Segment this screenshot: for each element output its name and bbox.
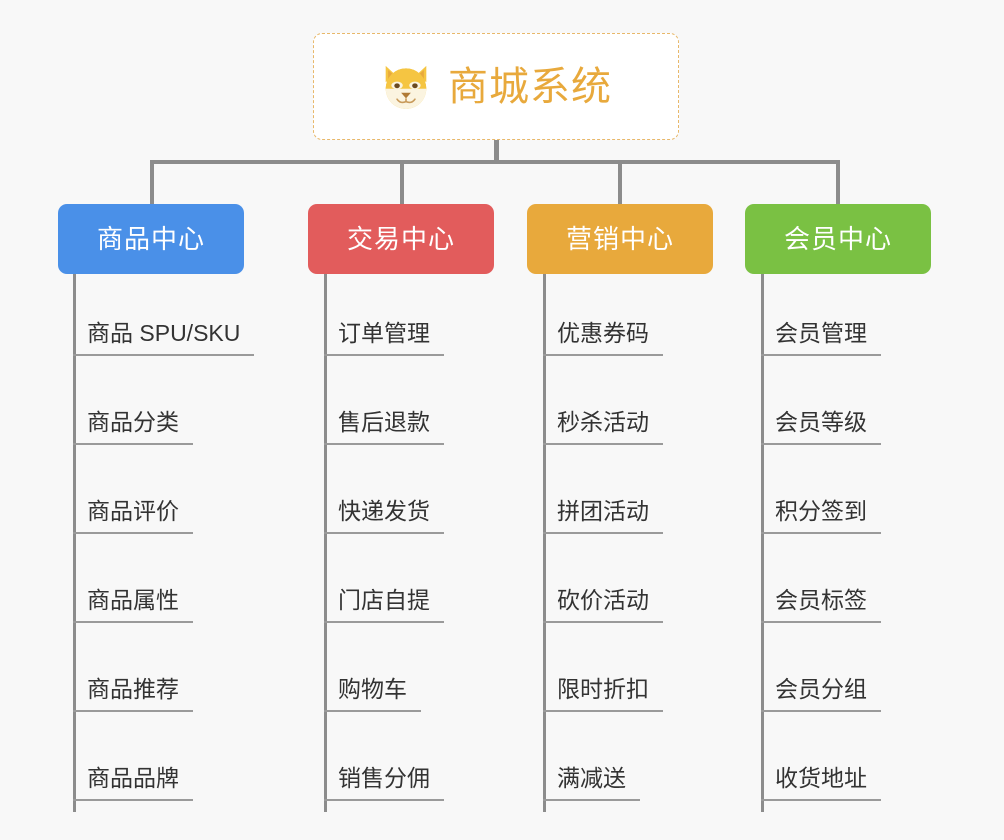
leaf-item[interactable]: 商品属性 [73,579,193,623]
leaf-label: 收货地址 [761,763,881,801]
connector-drop-trade-center [400,160,404,206]
leaf-item[interactable]: 会员分组 [761,668,881,712]
leaf-label: 商品属性 [73,585,193,623]
category-card-member-center[interactable]: 会员中心 [745,204,931,274]
leaf-item[interactable]: 快递发货 [324,490,444,534]
root-node[interactable]: 商城系统 [313,33,679,140]
leaf-label: 优惠券码 [543,318,663,356]
leaf-label: 会员分组 [761,674,881,712]
shiba-dog-icon [385,65,427,109]
trunk-product-center [73,274,76,812]
connector-drop-product-center [150,160,154,206]
category-card-product-center[interactable]: 商品中心 [58,204,244,274]
trunk-member-center [761,274,764,812]
leaf-item[interactable]: 订单管理 [324,312,444,356]
leaf-item[interactable]: 会员等级 [761,401,881,445]
connector-root-stem [494,140,499,164]
trunk-trade-center [324,274,327,812]
leaf-item[interactable]: 会员管理 [761,312,881,356]
leaf-label: 商品品牌 [73,763,193,801]
leaf-item[interactable]: 优惠券码 [543,312,663,356]
leaf-item[interactable]: 收货地址 [761,757,881,801]
leaf-label: 门店自提 [324,585,444,623]
category-label-product-center: 商品中心 [96,224,205,254]
leaf-item[interactable]: 积分签到 [761,490,881,534]
leaf-item[interactable]: 商品 SPU/SKU [73,312,255,356]
leaf-item[interactable]: 购物车 [324,668,421,712]
leaf-label: 积分签到 [761,496,881,534]
leaf-item[interactable]: 门店自提 [324,579,444,623]
leaf-item[interactable]: 满减送 [543,757,640,801]
leaf-item[interactable]: 销售分佣 [324,757,444,801]
leaf-item[interactable]: 拼团活动 [543,490,663,534]
leaf-label: 商品 SPU/SKU [73,318,255,356]
connector-drop-marketing-center [618,160,622,206]
leaf-item[interactable]: 砍价活动 [543,579,663,623]
category-label-member-center: 会员中心 [783,224,892,254]
category-label-trade-center: 交易中心 [346,224,455,254]
leaf-item[interactable]: 限时折扣 [543,668,663,712]
trunk-marketing-center [543,274,546,812]
category-label-marketing-center: 营销中心 [565,224,674,254]
category-card-marketing-center[interactable]: 营销中心 [527,204,713,274]
leaf-label: 会员等级 [761,407,881,445]
leaf-item[interactable]: 秒杀活动 [543,401,663,445]
leaf-label: 商品分类 [73,407,193,445]
connector-drop-member-center [836,160,840,206]
leaf-label: 销售分佣 [324,763,444,801]
leaf-label: 秒杀活动 [543,407,663,445]
leaf-label: 满减送 [543,763,640,801]
leaf-label: 砍价活动 [543,585,663,623]
leaf-label: 限时折扣 [543,674,663,712]
category-card-trade-center[interactable]: 交易中心 [308,204,494,274]
leaf-item[interactable]: 商品品牌 [73,757,193,801]
connector-horizontal-bus [150,160,840,164]
leaf-label: 商品推荐 [73,674,193,712]
leaf-item[interactable]: 商品评价 [73,490,193,534]
leaf-label: 会员标签 [761,585,881,623]
leaf-label: 购物车 [324,674,421,712]
leaf-label: 快递发货 [324,496,444,534]
leaf-label: 售后退款 [324,407,444,445]
leaf-item[interactable]: 商品分类 [73,401,193,445]
leaf-item[interactable]: 会员标签 [761,579,881,623]
leaf-item[interactable]: 售后退款 [324,401,444,445]
root-title: 商城系统 [448,64,612,109]
leaf-label: 商品评价 [73,496,193,534]
leaf-item[interactable]: 商品推荐 [73,668,193,712]
leaf-label: 订单管理 [324,318,444,356]
leaf-label: 拼团活动 [543,496,663,534]
leaf-label: 会员管理 [761,318,881,356]
